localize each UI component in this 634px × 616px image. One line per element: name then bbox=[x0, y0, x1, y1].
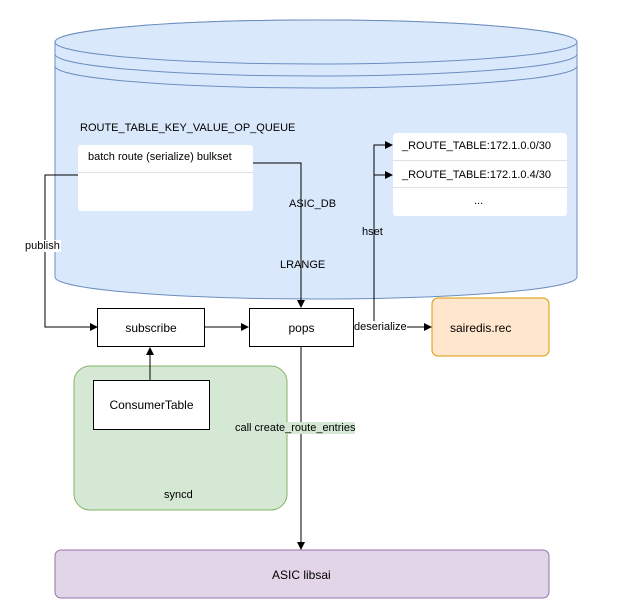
batch-panel bbox=[78, 145, 253, 211]
sairedis-label: sairedis.rec bbox=[450, 321, 512, 335]
route-entry: _ROUTE_TABLE:172.1.0.4/30 bbox=[402, 169, 551, 181]
libsai-label: ASIC libsai bbox=[272, 568, 331, 582]
call-label: call create_route_entries bbox=[235, 422, 356, 434]
lrange-label: LRANGE bbox=[280, 259, 326, 271]
subscribe-node[interactable]: subscribe bbox=[97, 308, 205, 347]
deserialize-label: deserialize bbox=[354, 321, 407, 333]
route-entry: _ROUTE_TABLE:172.1.0.0/30 bbox=[402, 140, 551, 152]
queue-title: ROUTE_TABLE_KEY_VALUE_OP_QUEUE bbox=[80, 122, 296, 134]
route-entries-panel bbox=[393, 133, 567, 216]
batch-label: batch route (serialize) bulkset bbox=[88, 151, 232, 163]
syncd-label: syncd bbox=[164, 489, 193, 501]
edge-hset-1 bbox=[373, 141, 393, 327]
asic-db-label: ASIC_DB bbox=[289, 198, 337, 210]
pops-node[interactable]: pops bbox=[249, 308, 354, 347]
sairedis-node bbox=[431, 297, 550, 357]
route-entry: ... bbox=[474, 195, 484, 207]
hset-label: hset bbox=[362, 226, 383, 238]
publish-label: publish bbox=[24, 240, 61, 252]
consumer-table-node[interactable]: ConsumerTable bbox=[93, 380, 210, 430]
edge-lrange bbox=[253, 162, 305, 308]
libsai-node bbox=[54, 549, 550, 599]
